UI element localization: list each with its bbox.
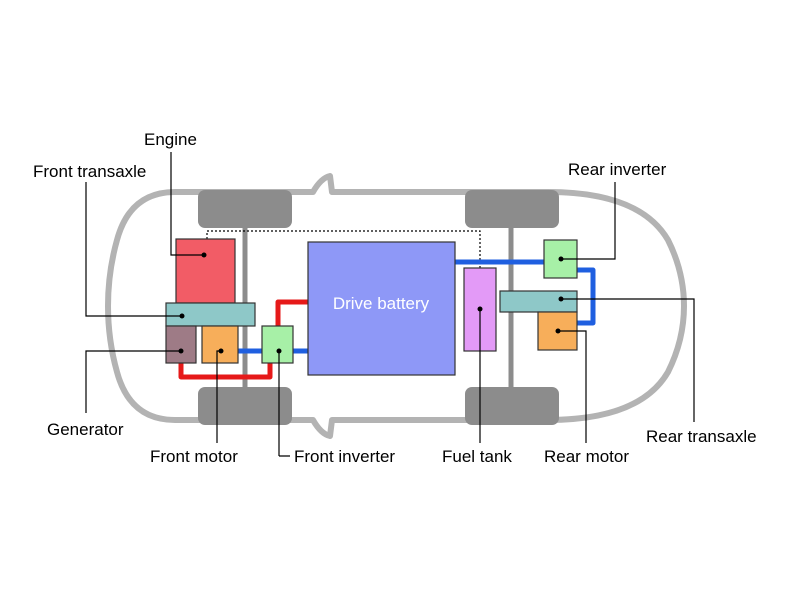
rear-motor-label: Rear motor bbox=[544, 447, 629, 466]
generator-label: Generator bbox=[47, 420, 124, 439]
generator-dot bbox=[178, 348, 184, 354]
front-motor-block bbox=[201, 325, 239, 364]
rear-transaxle-leader bbox=[561, 298, 695, 422]
engine-label: Engine bbox=[144, 130, 197, 149]
signal-dashed-line bbox=[206, 230, 481, 268]
front-motor-label: Front motor bbox=[150, 447, 238, 466]
drive-battery-label: Drive battery bbox=[333, 294, 430, 313]
engine-dot bbox=[201, 252, 207, 258]
front-high-voltage-cable bbox=[178, 362, 273, 380]
front-motor-dot bbox=[218, 348, 224, 354]
rear-motor-dot bbox=[555, 328, 561, 334]
front-transaxle-label: Front transaxle bbox=[33, 162, 146, 181]
front-inverter-block bbox=[261, 325, 294, 364]
front-right-wheel bbox=[198, 387, 292, 425]
car-body-outline bbox=[105, 173, 687, 439]
rear-transaxle-label: Rear transaxle bbox=[646, 427, 757, 446]
rear-inverter-leader bbox=[561, 182, 616, 260]
rear-right-wheel bbox=[465, 387, 559, 425]
rear-motor-leader bbox=[558, 330, 587, 443]
rear-inverter-motor-blue-cable bbox=[576, 267, 596, 326]
battery-high-voltage-cable bbox=[275, 299, 308, 326]
rear-transaxle-dot bbox=[558, 296, 564, 302]
front-left-wheel bbox=[198, 190, 292, 228]
front-transaxle-leader bbox=[85, 182, 182, 317]
front-transaxle-block bbox=[165, 302, 256, 327]
fuel-tank-dot bbox=[477, 306, 483, 312]
rear-transaxle-block bbox=[499, 290, 578, 313]
drive-battery-block bbox=[307, 241, 456, 376]
rear-left-wheel bbox=[465, 190, 559, 228]
generator-leader bbox=[85, 350, 181, 413]
rear-inverter-dot bbox=[558, 256, 564, 262]
generator-block bbox=[165, 325, 197, 364]
front-inverter-label: Front inverter bbox=[294, 447, 395, 466]
front-inverter-dot bbox=[276, 348, 282, 354]
engine-leader bbox=[170, 152, 204, 256]
engine-block bbox=[175, 238, 236, 304]
rear-inverter-label: Rear inverter bbox=[568, 160, 667, 179]
front-transaxle-dot bbox=[179, 313, 185, 319]
fuel-tank-label: Fuel tank bbox=[442, 447, 512, 466]
front-inverter-leader bbox=[278, 351, 290, 457]
